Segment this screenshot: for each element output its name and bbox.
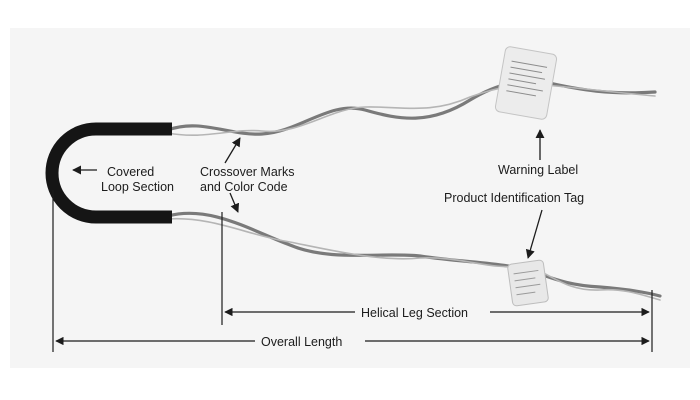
helical-leg-label: Helical Leg Section [361,306,468,320]
overall-length-label: Overall Length [261,335,342,349]
crossover-arrow-upper [224,137,241,164]
warning-label-tag [494,46,558,120]
product-tag-arrow [525,209,543,259]
upper-helical-leg [166,79,657,136]
warning-label-label: Warning Label [498,163,578,177]
lower-helical-leg [166,211,662,301]
crossover-arrow-lower [229,192,240,213]
crossover-label: Crossover Marks and Color Code [200,165,298,194]
product-identification-tag [507,259,549,307]
covered-loop-label: Covered Loop Section [101,165,174,194]
photo-background [10,28,690,368]
covered-loop [45,122,172,224]
product-tag-label: Product Identification Tag [444,191,584,205]
